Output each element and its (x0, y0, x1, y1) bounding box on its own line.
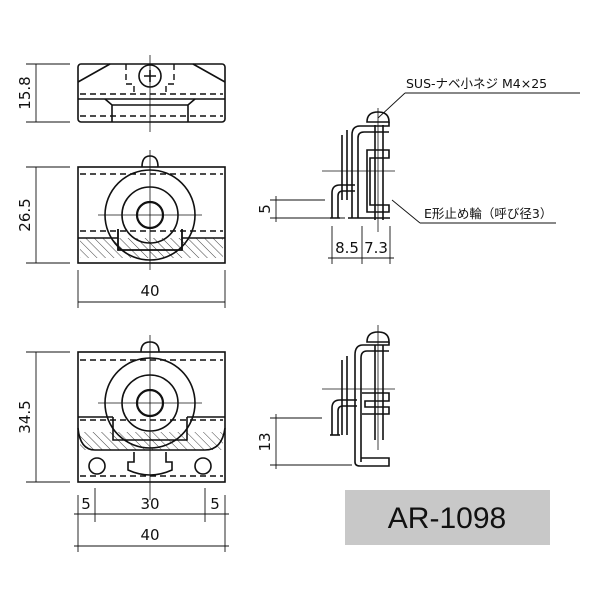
top-view: 15.8 (16, 55, 226, 132)
front-width-dim: 40 (140, 282, 159, 300)
side-view-1: SUS-ナベ小ネジ M4×25 E形止め輪（呼び径3） 5 8.5 7.3 (256, 76, 580, 264)
hole-pitch-dim: 30 (140, 495, 159, 513)
edge-dim-left: 5 (81, 495, 91, 513)
edge-dim-right: 5 (210, 495, 220, 513)
top-height-dim: 15.8 (16, 76, 34, 109)
depth-dim-b: 7.3 (364, 239, 388, 257)
rear-view: 34.5 5 30 5 40 (16, 335, 229, 552)
depth-dim-a: 8.5 (335, 239, 359, 257)
front-height-dim: 26.5 (16, 198, 34, 231)
front-view: 26.5 40 (16, 150, 226, 308)
offset-dim-5: 5 (256, 204, 274, 214)
model-number-block: AR-1098 (345, 490, 550, 545)
side-view-2: 13 (256, 325, 395, 469)
screw-callout: SUS-ナベ小ネジ M4×25 (406, 76, 547, 91)
offset-dim-13: 13 (256, 432, 274, 451)
rear-width-dim: 40 (140, 526, 159, 544)
model-number: AR-1098 (388, 502, 506, 535)
e-ring-callout: E形止め輪（呼び径3） (424, 206, 552, 221)
rear-height-dim: 34.5 (16, 400, 34, 433)
